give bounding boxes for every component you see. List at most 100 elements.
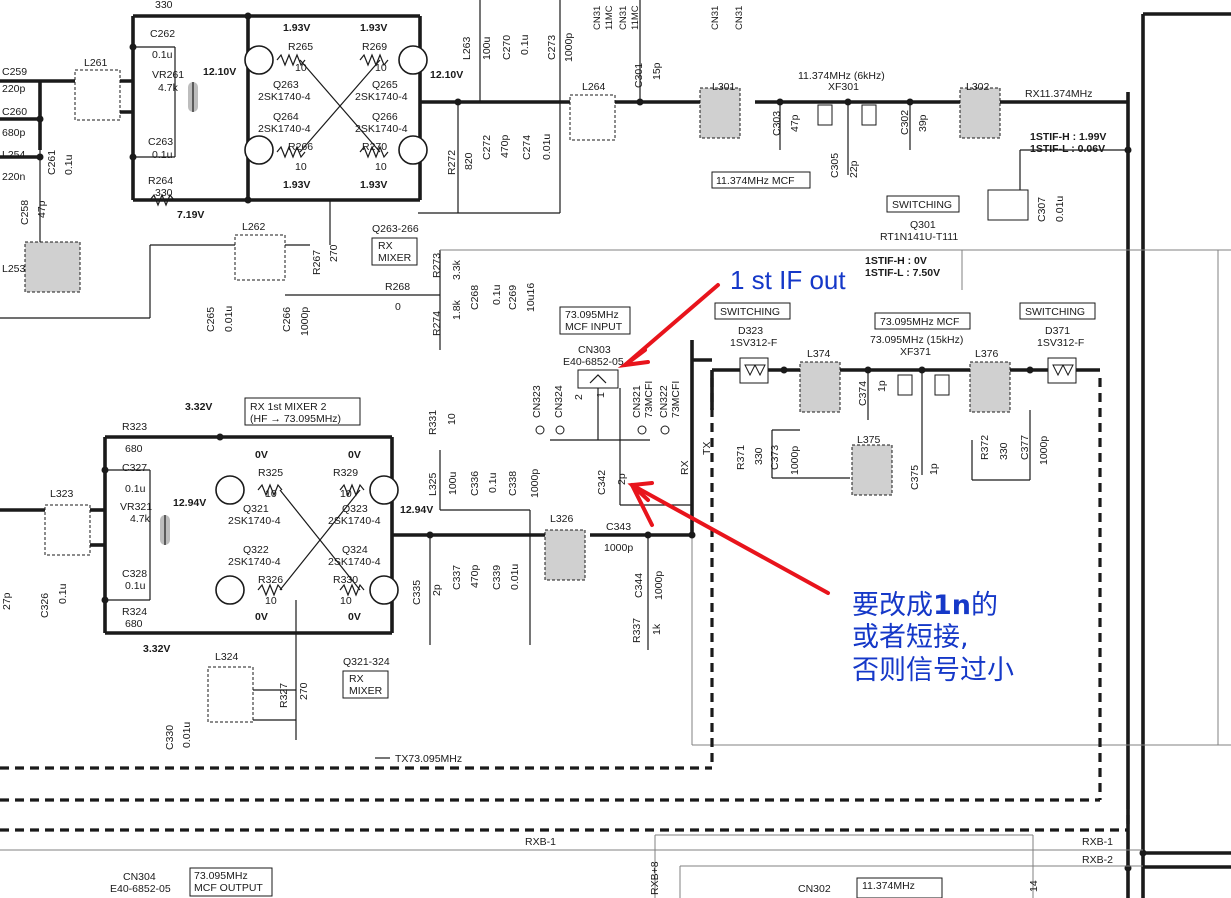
d323-part: 1SV312-F (730, 337, 777, 349)
c337-value: 470p (469, 564, 481, 588)
c305-value: 22p (848, 160, 860, 178)
c338-label: C338 (507, 471, 519, 496)
l375-label: L375 (857, 434, 881, 446)
c374-label: C374 (857, 381, 869, 406)
l254-label: L254 (2, 149, 26, 161)
q324-part: 2SK1740-4 (328, 556, 381, 568)
cn304-part: E40-6852-05 (110, 883, 171, 895)
r264-label: R264 (148, 175, 173, 187)
r270-value: 10 (375, 161, 387, 173)
c343-value: 1000p (604, 542, 633, 554)
r264-value: 330 (155, 187, 173, 199)
c263-label: C263 (148, 136, 173, 148)
q322-label: Q322 (243, 544, 269, 556)
c327-label: C327 (122, 462, 147, 474)
c301-label: C301 (633, 63, 645, 88)
l261-label: L261 (84, 57, 108, 69)
r331-value: 10 (446, 413, 458, 425)
cn324-label: CN324 (553, 385, 565, 418)
q301-label: Q301 (910, 219, 936, 231)
red-annotations (617, 283, 830, 595)
voltage-bottom-right: 1.93V (360, 179, 387, 191)
c342-value: 2p (616, 473, 628, 485)
c339-label: C339 (491, 565, 503, 590)
cn322-mcfi: 73MCFI (670, 381, 682, 418)
mcf-11-box: 11.374MHz MCF (716, 175, 795, 187)
c259-label: C259 (2, 66, 27, 78)
q324-label: Q324 (342, 544, 368, 556)
c258-value: 47p (36, 200, 48, 218)
switching-q301-box: SWITCHING (892, 199, 952, 211)
c336-label: C336 (469, 471, 481, 496)
rx-mixer2-box-line2: MIXER (349, 685, 383, 697)
c266-value: 1000p (299, 307, 311, 336)
cn321-label: CN321 (631, 385, 643, 418)
l263-value: 100u (481, 36, 493, 60)
l302-label: L302 (966, 81, 990, 93)
c305-label: C305 (829, 153, 841, 178)
bottom-labels: RXB-1 RXB-1 RXB-2 RXB+8 14 CN304 E40-685… (110, 836, 1113, 895)
r337-value: 1k (651, 623, 663, 635)
r372-value: 330 (998, 442, 1010, 460)
r273-value: 3.3k (451, 259, 463, 280)
c374-value: 1p (876, 380, 888, 392)
annotation-line3: 否则信号过小 (852, 655, 1014, 686)
r272-value: 820 (463, 152, 475, 170)
r274-value: 1.8k (451, 299, 463, 320)
q264-part: 2SK1740-4 (258, 123, 311, 135)
voltage-top-left: 1.93V (283, 22, 310, 34)
r331-label: R331 (427, 410, 439, 435)
voltage-lower-top: 3.32V (185, 401, 212, 413)
c301-value: 15p (651, 62, 663, 80)
rxb1-left-label: RXB-1 (525, 836, 556, 848)
r267-value: 270 (328, 244, 340, 262)
c262-label: C262 (150, 28, 175, 40)
q263-part: 2SK1740-4 (258, 91, 311, 103)
rx-direction-label: RX (679, 460, 691, 475)
d371-part: 1SV312-F (1037, 337, 1084, 349)
r265-value: 10 (295, 62, 307, 74)
c336-value: 0.1u (487, 472, 499, 493)
r269-value: 10 (375, 62, 387, 74)
c337-label: C337 (451, 565, 463, 590)
d323-label: D323 (738, 325, 763, 337)
r327-value: 270 (298, 682, 310, 700)
c338-value: 1000p (529, 469, 541, 498)
cn-top-1: 11MC (604, 5, 615, 30)
cn321-mcfi: 73MCFI (643, 381, 655, 418)
l326-label: L326 (550, 513, 574, 525)
l324-label: L324 (215, 651, 239, 663)
c270-value: 0.1u (519, 34, 531, 55)
cn-top-2: CN31 (618, 6, 629, 30)
c343-label: C343 (606, 521, 631, 533)
cn303-box-line2: MCF INPUT (565, 321, 623, 333)
q263-266-label: Q263-266 (372, 223, 419, 235)
q264-label: Q264 (273, 111, 299, 123)
pin14-label: 14 (1028, 880, 1040, 892)
annotation-line2: 或者短接, (852, 622, 969, 653)
rx-11mhz-output: RX11.374MHz (1025, 88, 1093, 100)
c373-value: 1000p (789, 446, 801, 475)
q301-part: RT1N141U-T111 (880, 231, 958, 243)
annotation-line1-value: 1n (933, 590, 971, 621)
r326-value: 10 (265, 595, 277, 607)
c274-label: C274 (521, 135, 533, 160)
c272-label: C272 (481, 135, 493, 160)
r324-label: R324 (122, 606, 147, 618)
rxb1-right-label: RXB-1 (1082, 836, 1113, 848)
c263-value: 0.1u (152, 149, 173, 161)
c274-value: 0.01u (541, 134, 553, 160)
r270-label: R270 (362, 141, 387, 153)
tx-direction-label: TX (701, 442, 713, 455)
middle-labels: 73.095MHz MCF INPUT CN303 E40-6852-05 2 … (531, 302, 1096, 495)
cn303-pin1: 1 (595, 392, 607, 398)
c265-label: C265 (205, 307, 217, 332)
r329-label: R329 (333, 467, 358, 479)
xf301-label: XF301 (828, 81, 859, 93)
cn-top-4: CN31 (710, 6, 721, 30)
annotation-line1: 要改成1n的 (852, 590, 998, 621)
voltage-lower-top-right: 0V (348, 449, 361, 461)
rx-mixer-box-line2: MIXER (378, 252, 412, 264)
l323-label: L323 (50, 488, 74, 500)
